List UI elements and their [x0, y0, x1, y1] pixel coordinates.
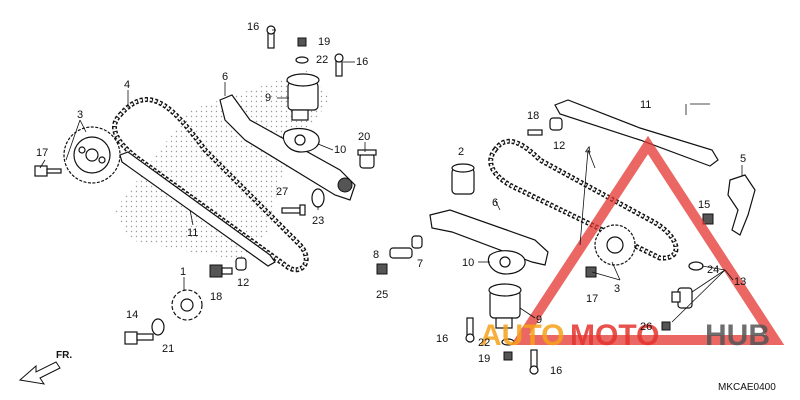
callout-11-right: 11: [640, 99, 651, 111]
callout-23: 23: [312, 215, 324, 227]
tensioner-gasket-right: [487, 250, 526, 275]
callout-2: 2: [458, 146, 464, 158]
callout-1: 1: [180, 266, 186, 278]
callout-22-bottom: 22: [478, 337, 490, 349]
callout-12-right: 12: [553, 140, 565, 152]
stopper-bolt: [702, 213, 714, 225]
callout-numbers: 3 17 4 11 6 9 10 20 16 19 22 16 27 23 1 …: [36, 21, 746, 377]
leader-lines: [39, 29, 743, 323]
callout-27: 27: [276, 186, 288, 198]
cam-chain-tensioner-right: [488, 283, 522, 329]
engine-case-shading: [115, 70, 330, 260]
tensioner-arm-right: [429, 209, 549, 266]
callout-6-left: 6: [222, 71, 228, 83]
tensioner-bolts-top: [266, 25, 344, 77]
callout-21: 21: [162, 343, 174, 355]
callout-9-right: 9: [536, 314, 542, 326]
callout-19-bottom: 19: [478, 353, 490, 365]
crank-sprocket: [171, 289, 203, 321]
callout-26: 26: [640, 321, 652, 333]
sprocket-bolt-left: [34, 165, 62, 177]
callout-12-left: 12: [237, 277, 249, 289]
svg-text:AUTO: AUTO: [480, 319, 564, 352]
callout-15: 15: [698, 199, 710, 211]
sealing-bolt: [357, 149, 377, 169]
cam-position-sensor: [661, 261, 704, 331]
chain-guide-left: [119, 151, 276, 267]
callout-16-bottom-left: 16: [436, 333, 448, 345]
tensioner-pin: [389, 235, 423, 259]
callout-16-top-left: 16: [247, 21, 259, 33]
cam-sprocket-2: [451, 163, 475, 195]
callout-16-bottom-right: 16: [550, 365, 562, 377]
cam-sprocket-left: [63, 126, 121, 184]
callout-13: 13: [734, 276, 746, 288]
callout-5: 5: [740, 153, 746, 165]
front-direction-arrow: FR.: [18, 350, 72, 385]
callout-4-left: 4: [124, 79, 130, 91]
callout-6-right: 6: [492, 197, 498, 209]
sprocket-bolt-right: [585, 266, 597, 278]
callout-22-top: 22: [316, 54, 328, 66]
callout-17-right: 17: [586, 293, 598, 305]
callout-20: 20: [358, 131, 370, 143]
callout-25: 25: [376, 289, 388, 301]
callout-3-right: 3: [614, 283, 620, 295]
callout-18-left: 18: [210, 291, 222, 303]
callout-9-top: 9: [265, 92, 271, 104]
callout-14: 14: [126, 309, 138, 321]
callout-19-top: 19: [318, 36, 330, 48]
diagram-code: MKCAE0400: [718, 382, 776, 393]
pivot-bolt: [281, 188, 325, 216]
callout-10-right: 10: [462, 257, 474, 269]
pin-bolt: [376, 263, 388, 275]
callout-16-top-right: 16: [356, 56, 368, 68]
callout-24: 24: [707, 264, 719, 276]
svg-text:MOTO: MOTO: [570, 319, 659, 352]
callout-7: 7: [417, 258, 423, 270]
front-direction-label: FR.: [56, 350, 72, 361]
callout-17-left: 17: [36, 147, 48, 159]
tensioner-bolts-bottom: [465, 317, 539, 375]
cam-sprocket-right: [594, 224, 636, 266]
callout-3-left: 3: [77, 109, 83, 121]
callout-11-left: 11: [187, 227, 198, 239]
crank-bolt: [124, 318, 165, 345]
cam-chain-tensioner-top: [286, 73, 320, 121]
watermark-logo: AUTO MOTO HUB: [480, 135, 785, 352]
tensioner-arm-left: [219, 94, 356, 201]
callout-4-right: 4: [585, 145, 591, 157]
guide-bolt-left: [209, 257, 247, 278]
chain-guide-right: [554, 99, 719, 167]
guide-collar-right: [527, 117, 563, 136]
guide-stopper: [727, 174, 756, 236]
callout-10-top: 10: [334, 144, 346, 156]
callout-8: 8: [373, 249, 379, 261]
svg-text:HUB: HUB: [705, 319, 770, 352]
tensioner-gasket-top: [282, 127, 320, 153]
callout-18-right: 18: [527, 110, 539, 122]
